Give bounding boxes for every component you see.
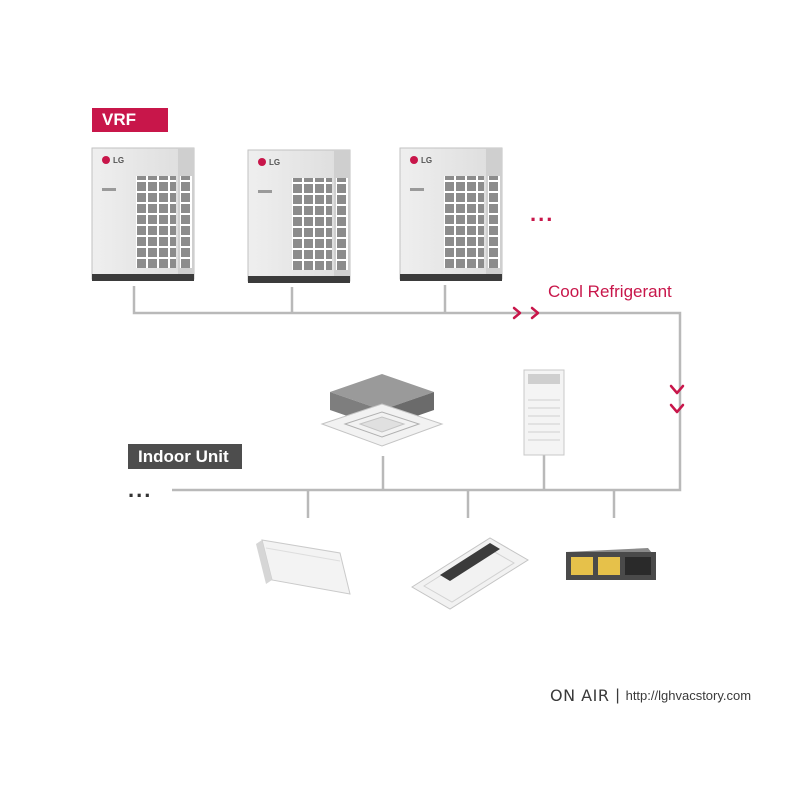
lg-logo-icon: [410, 156, 418, 164]
floor-standing-unit-icon: [523, 369, 565, 456]
lg-logo-icon: [102, 156, 110, 164]
ducted-unit-icon: [566, 548, 656, 580]
indoor-units: [256, 369, 656, 610]
refrigerant-piping: [132, 285, 682, 518]
vrf-label-badge: VRF: [92, 108, 168, 132]
vrf-outdoor-unit-icon: LG: [91, 147, 195, 281]
outdoor-units: LG LG LG: [91, 147, 503, 283]
console-unit-icon: [256, 539, 351, 595]
chevron-down-icon: [669, 403, 685, 414]
more-outdoor-units-ellipsis: ...: [530, 201, 555, 226]
lg-logo-text: LG: [113, 156, 124, 165]
cool-refrigerant-label: Cool Refrigerant: [548, 282, 672, 301]
flow-arrows: [512, 306, 685, 414]
lg-logo-icon: [258, 158, 266, 166]
indoor-unit-label-badge: Indoor Unit: [128, 444, 242, 469]
vrf-outdoor-unit-icon: LG: [247, 149, 351, 283]
ceiling-cassette-4way-icon: [320, 374, 444, 447]
brand-separator: |: [615, 686, 620, 704]
ceiling-cassette-1way-icon: [411, 537, 529, 610]
brand-url: http://lghvacstory.com: [625, 688, 752, 703]
chevron-right-icon: [530, 306, 540, 320]
chevron-down-icon: [669, 384, 685, 395]
chevron-right-icon: [512, 306, 522, 320]
lg-logo-text: LG: [269, 158, 280, 167]
brand-name: ON AIR: [550, 686, 610, 705]
main-refrigerant-pipe: [132, 286, 682, 492]
footer-brand: ON AIR | http://lghvacstory.com: [550, 686, 751, 705]
more-indoor-units-ellipsis: ...: [128, 477, 153, 502]
vrf-outdoor-unit-icon: LG: [399, 147, 503, 281]
lg-logo-text: LG: [421, 156, 432, 165]
